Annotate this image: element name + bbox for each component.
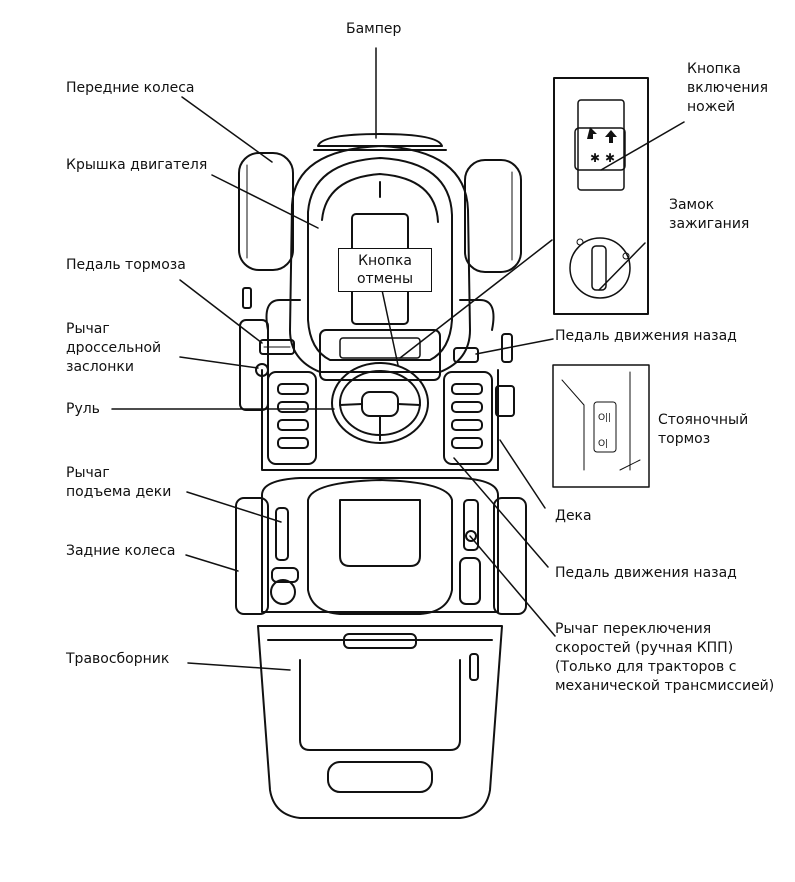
label-deck: Дека <box>555 508 592 524</box>
label-reverse-pedal-top: Педаль движения назад <box>555 328 737 344</box>
front-wheel-left <box>238 152 294 271</box>
deck-lift-lever <box>270 507 299 605</box>
label-deck-lift-lever: Рычаг подъема деки <box>66 465 172 500</box>
svg-text:O|: O| <box>598 439 608 449</box>
throttle-lever <box>255 363 269 377</box>
parking-brake-lever-icon: O|| O| <box>561 371 641 471</box>
label-parking-brake: Стояночный тормоз <box>658 412 749 447</box>
label-steering-wheel: Руль <box>66 401 100 417</box>
label-override-button: Кнопка отмены <box>338 248 432 292</box>
footrest-right <box>443 371 493 465</box>
rear-wheel-right <box>493 497 527 615</box>
svg-text:✱: ✱ <box>605 151 615 165</box>
label-front-wheels: Передние колеса <box>66 80 195 96</box>
label-blade-button: Кнопка включения ножей <box>687 61 768 115</box>
footrest-left <box>267 371 317 465</box>
label-grass-catcher: Травосборник <box>66 651 170 667</box>
label-gear-lever: Рычаг переключения скоростей (ручная КПП… <box>555 621 775 694</box>
grass-catcher <box>257 625 503 819</box>
rear-body <box>261 477 499 613</box>
label-reverse-pedal-bottom: Педаль движения назад <box>555 565 737 581</box>
label-ignition-lock: Замок зажигания <box>669 197 750 232</box>
front-wheel-right <box>464 159 522 273</box>
bumper <box>313 133 447 151</box>
label-bumper: Бампер <box>346 21 402 37</box>
inset-blade-ignition: ✱ ✱ <box>553 77 649 315</box>
label-rear-wheels: Задние колеса <box>66 543 176 559</box>
inset-parking-brake: O|| O| <box>552 364 650 488</box>
reverse-pedal-top <box>453 347 479 363</box>
brake-pedal <box>259 339 295 355</box>
label-brake-pedal: Педаль тормоза <box>66 257 186 273</box>
gear-lever <box>459 499 481 605</box>
chassis <box>239 287 515 471</box>
label-engine-cover: Крышка двигателя <box>66 157 208 173</box>
svg-text:O||: O|| <box>598 413 611 423</box>
label-throttle-lever: Рычаг дроссельной заслонки <box>66 321 162 375</box>
dashboard <box>319 329 441 381</box>
rear-wheel-left <box>235 497 269 615</box>
ignition-key-icon <box>569 237 631 299</box>
steering-wheel <box>331 362 429 444</box>
svg-text:✱: ✱ <box>590 151 600 165</box>
seat <box>307 479 453 615</box>
blade-engage-switch-icon: ✱ ✱ <box>574 99 626 191</box>
